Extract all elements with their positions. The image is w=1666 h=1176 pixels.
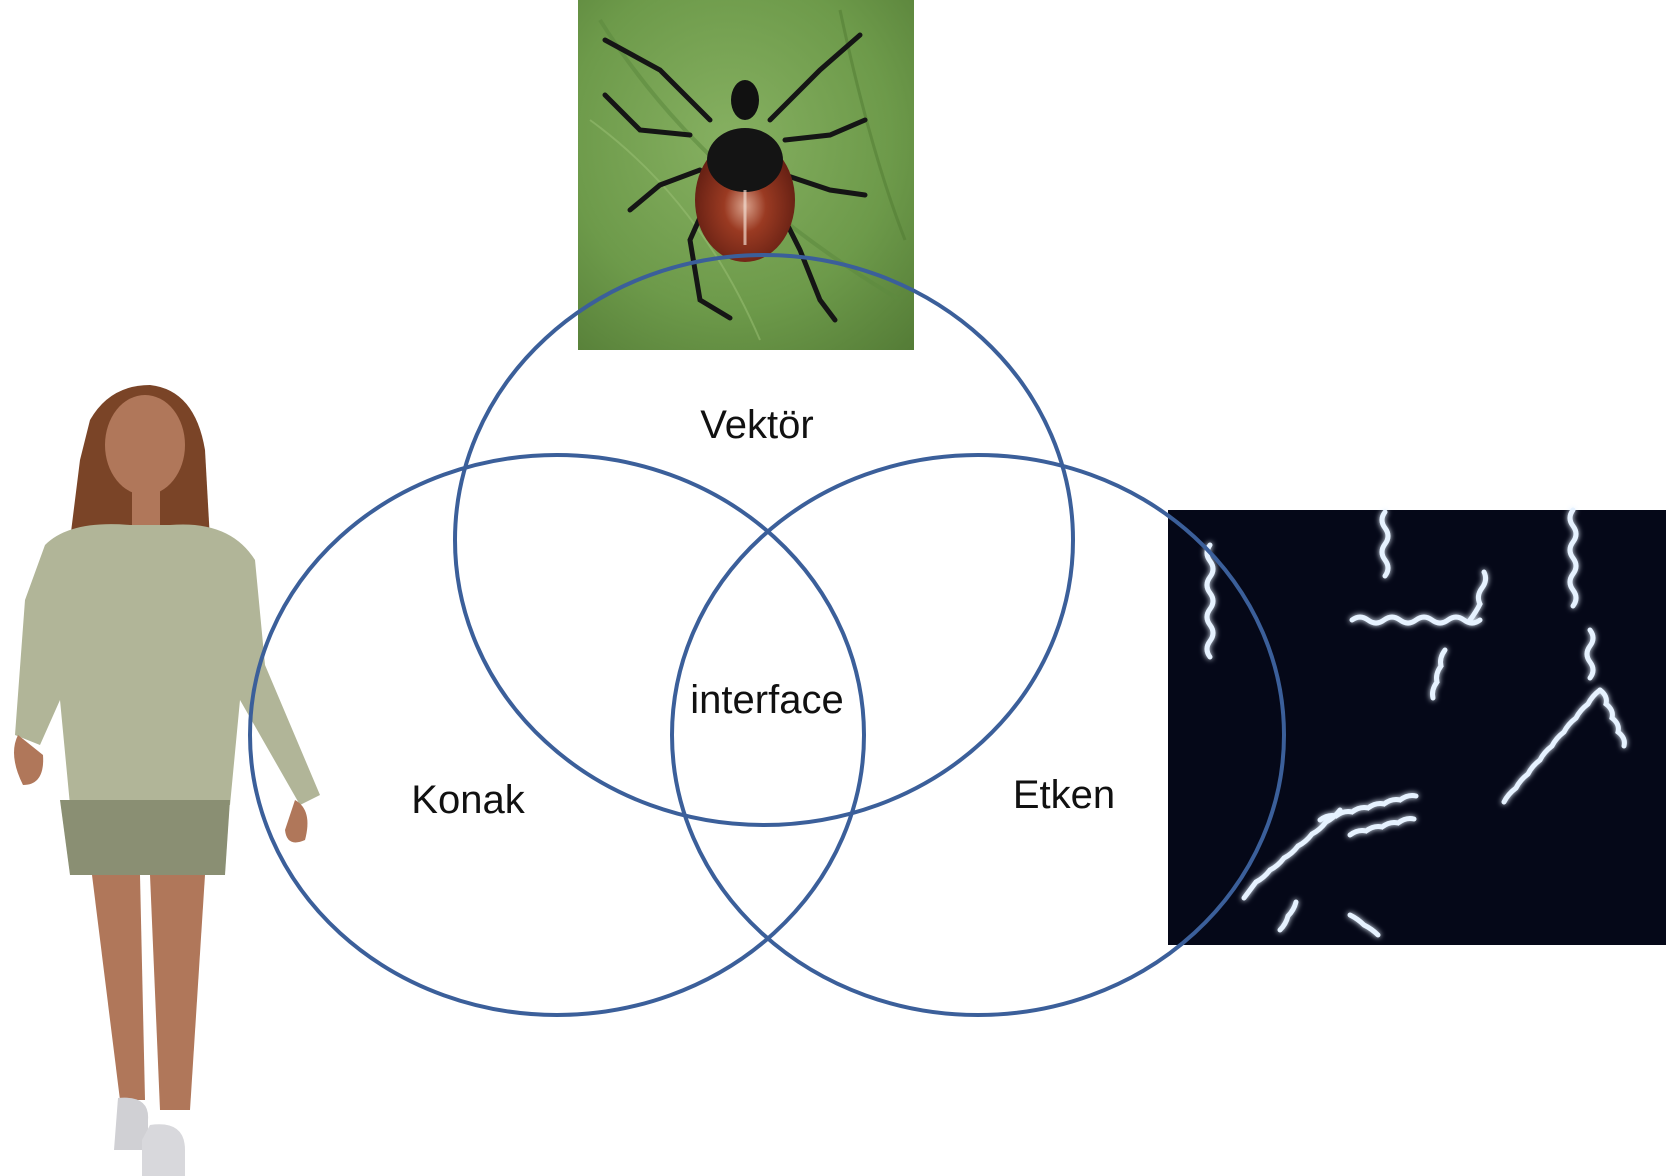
vector-label: Vektör	[700, 403, 813, 447]
host-label: Konak	[411, 778, 525, 822]
venn-circles	[250, 255, 1284, 1015]
host-circle	[250, 455, 864, 1015]
interface-label: interface	[690, 678, 843, 722]
walking-woman-illustration	[14, 385, 320, 1176]
tick-photo	[578, 0, 914, 350]
pathogen-label: Etken	[1013, 773, 1115, 817]
spirochete-micrograph	[1168, 510, 1666, 945]
